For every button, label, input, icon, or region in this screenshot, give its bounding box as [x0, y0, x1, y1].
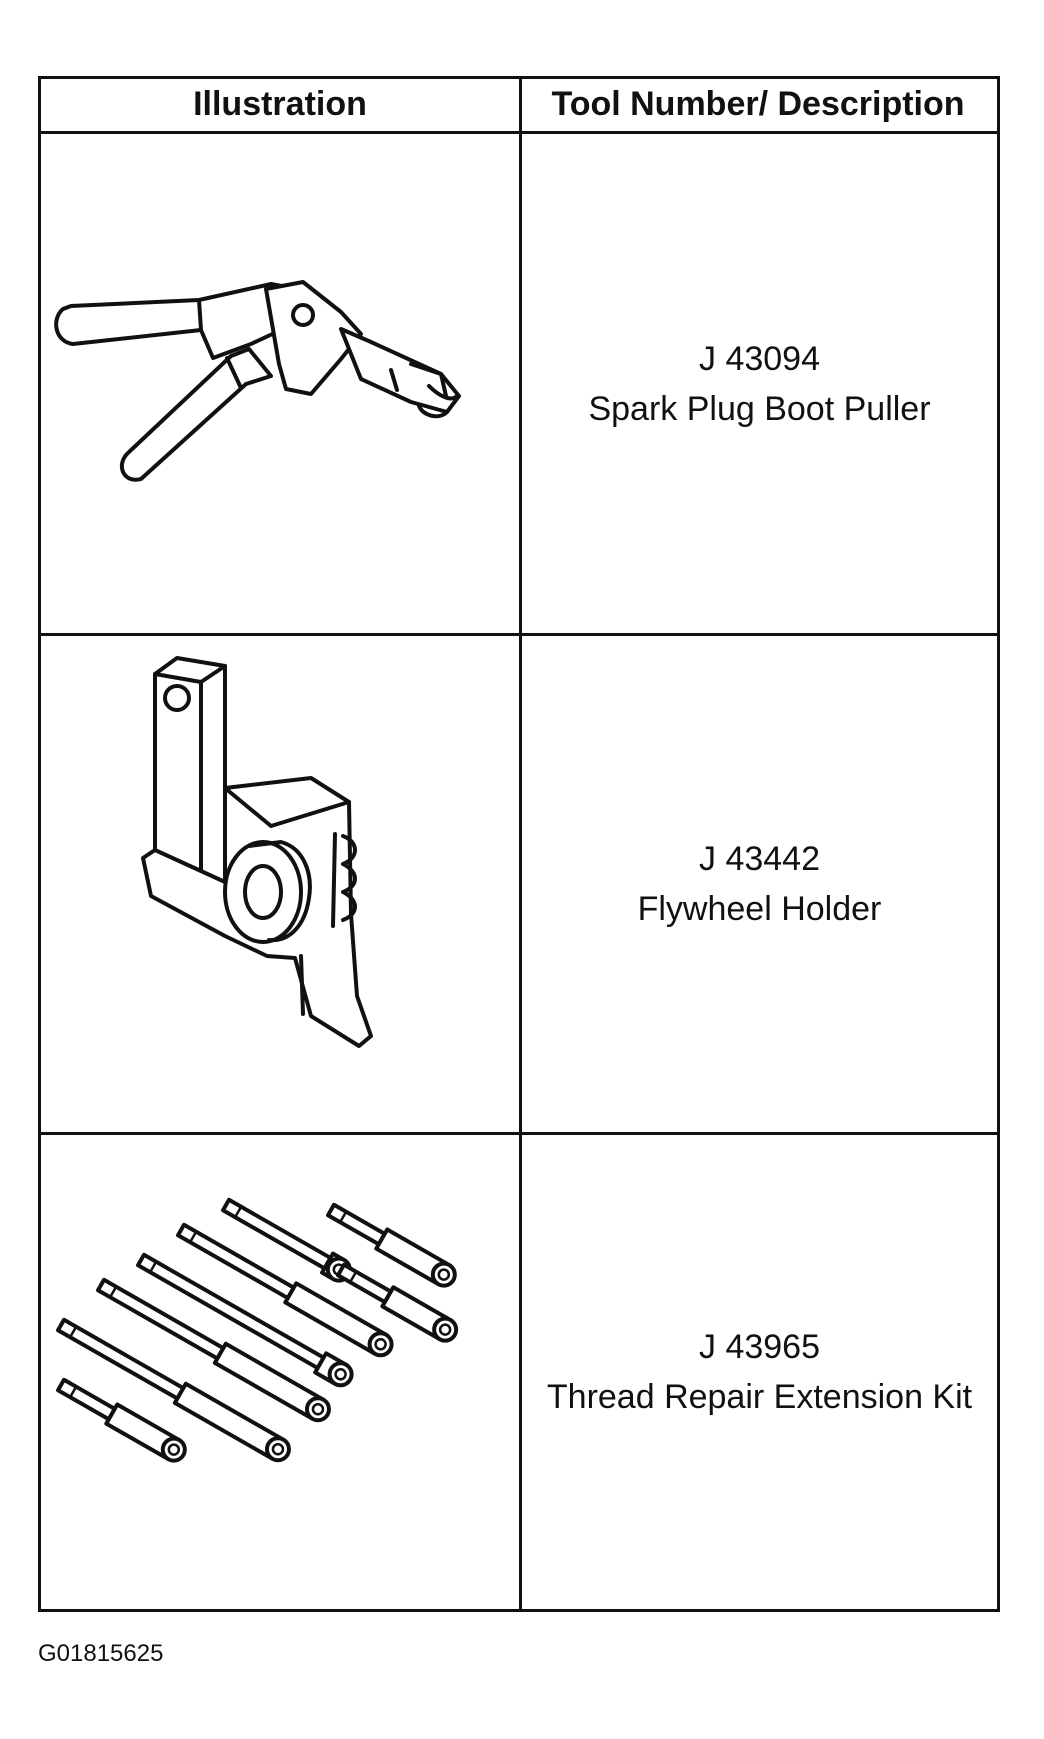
spark-plug-boot-puller-icon — [54, 280, 461, 482]
description-cell: J 43094 Spark Plug Boot Puller — [522, 134, 997, 633]
extension-tool-icon — [326, 1202, 457, 1288]
tool-description: Flywheel Holder — [637, 890, 882, 928]
tool-description: Spark Plug Boot Puller — [588, 389, 931, 428]
extension-tool-icon — [136, 1252, 354, 1388]
tool-number: J 43094 — [699, 339, 820, 378]
thread-repair-extension-kit-icon — [56, 1197, 459, 1463]
table-row: J 43965 Thread Repair Extension Kit — [41, 1135, 997, 1609]
description-cell: J 43965 Thread Repair Extension Kit — [522, 1135, 997, 1609]
illustration-cell — [41, 636, 519, 1132]
extension-tool-icon — [176, 1222, 394, 1358]
extension-tool-icon — [56, 1377, 187, 1463]
header-tool-number-description: Tool Number/ Description — [551, 85, 965, 123]
extension-tool-icon — [56, 1317, 291, 1463]
tool-table: Illustration Tool Number/ Description — [38, 76, 1000, 1612]
tool-number: J 43442 — [699, 840, 820, 878]
flywheel-holder-icon — [141, 656, 373, 1048]
extension-tool-icon — [336, 1262, 459, 1343]
table-row: J 43094 Spark Plug Boot Puller — [41, 134, 997, 636]
column-divider — [519, 79, 522, 1609]
tool-description: Thread Repair Extension Kit — [546, 1378, 973, 1416]
description-cell: J 43442 Flywheel Holder — [522, 636, 997, 1132]
extension-tool-icon — [96, 1277, 331, 1423]
header-illustration: Illustration — [193, 85, 367, 123]
illustration-cell — [41, 134, 519, 633]
illustration-cell — [41, 1135, 519, 1609]
figure-id: G01815625 — [38, 1640, 164, 1667]
tool-number: J 43965 — [699, 1328, 820, 1366]
